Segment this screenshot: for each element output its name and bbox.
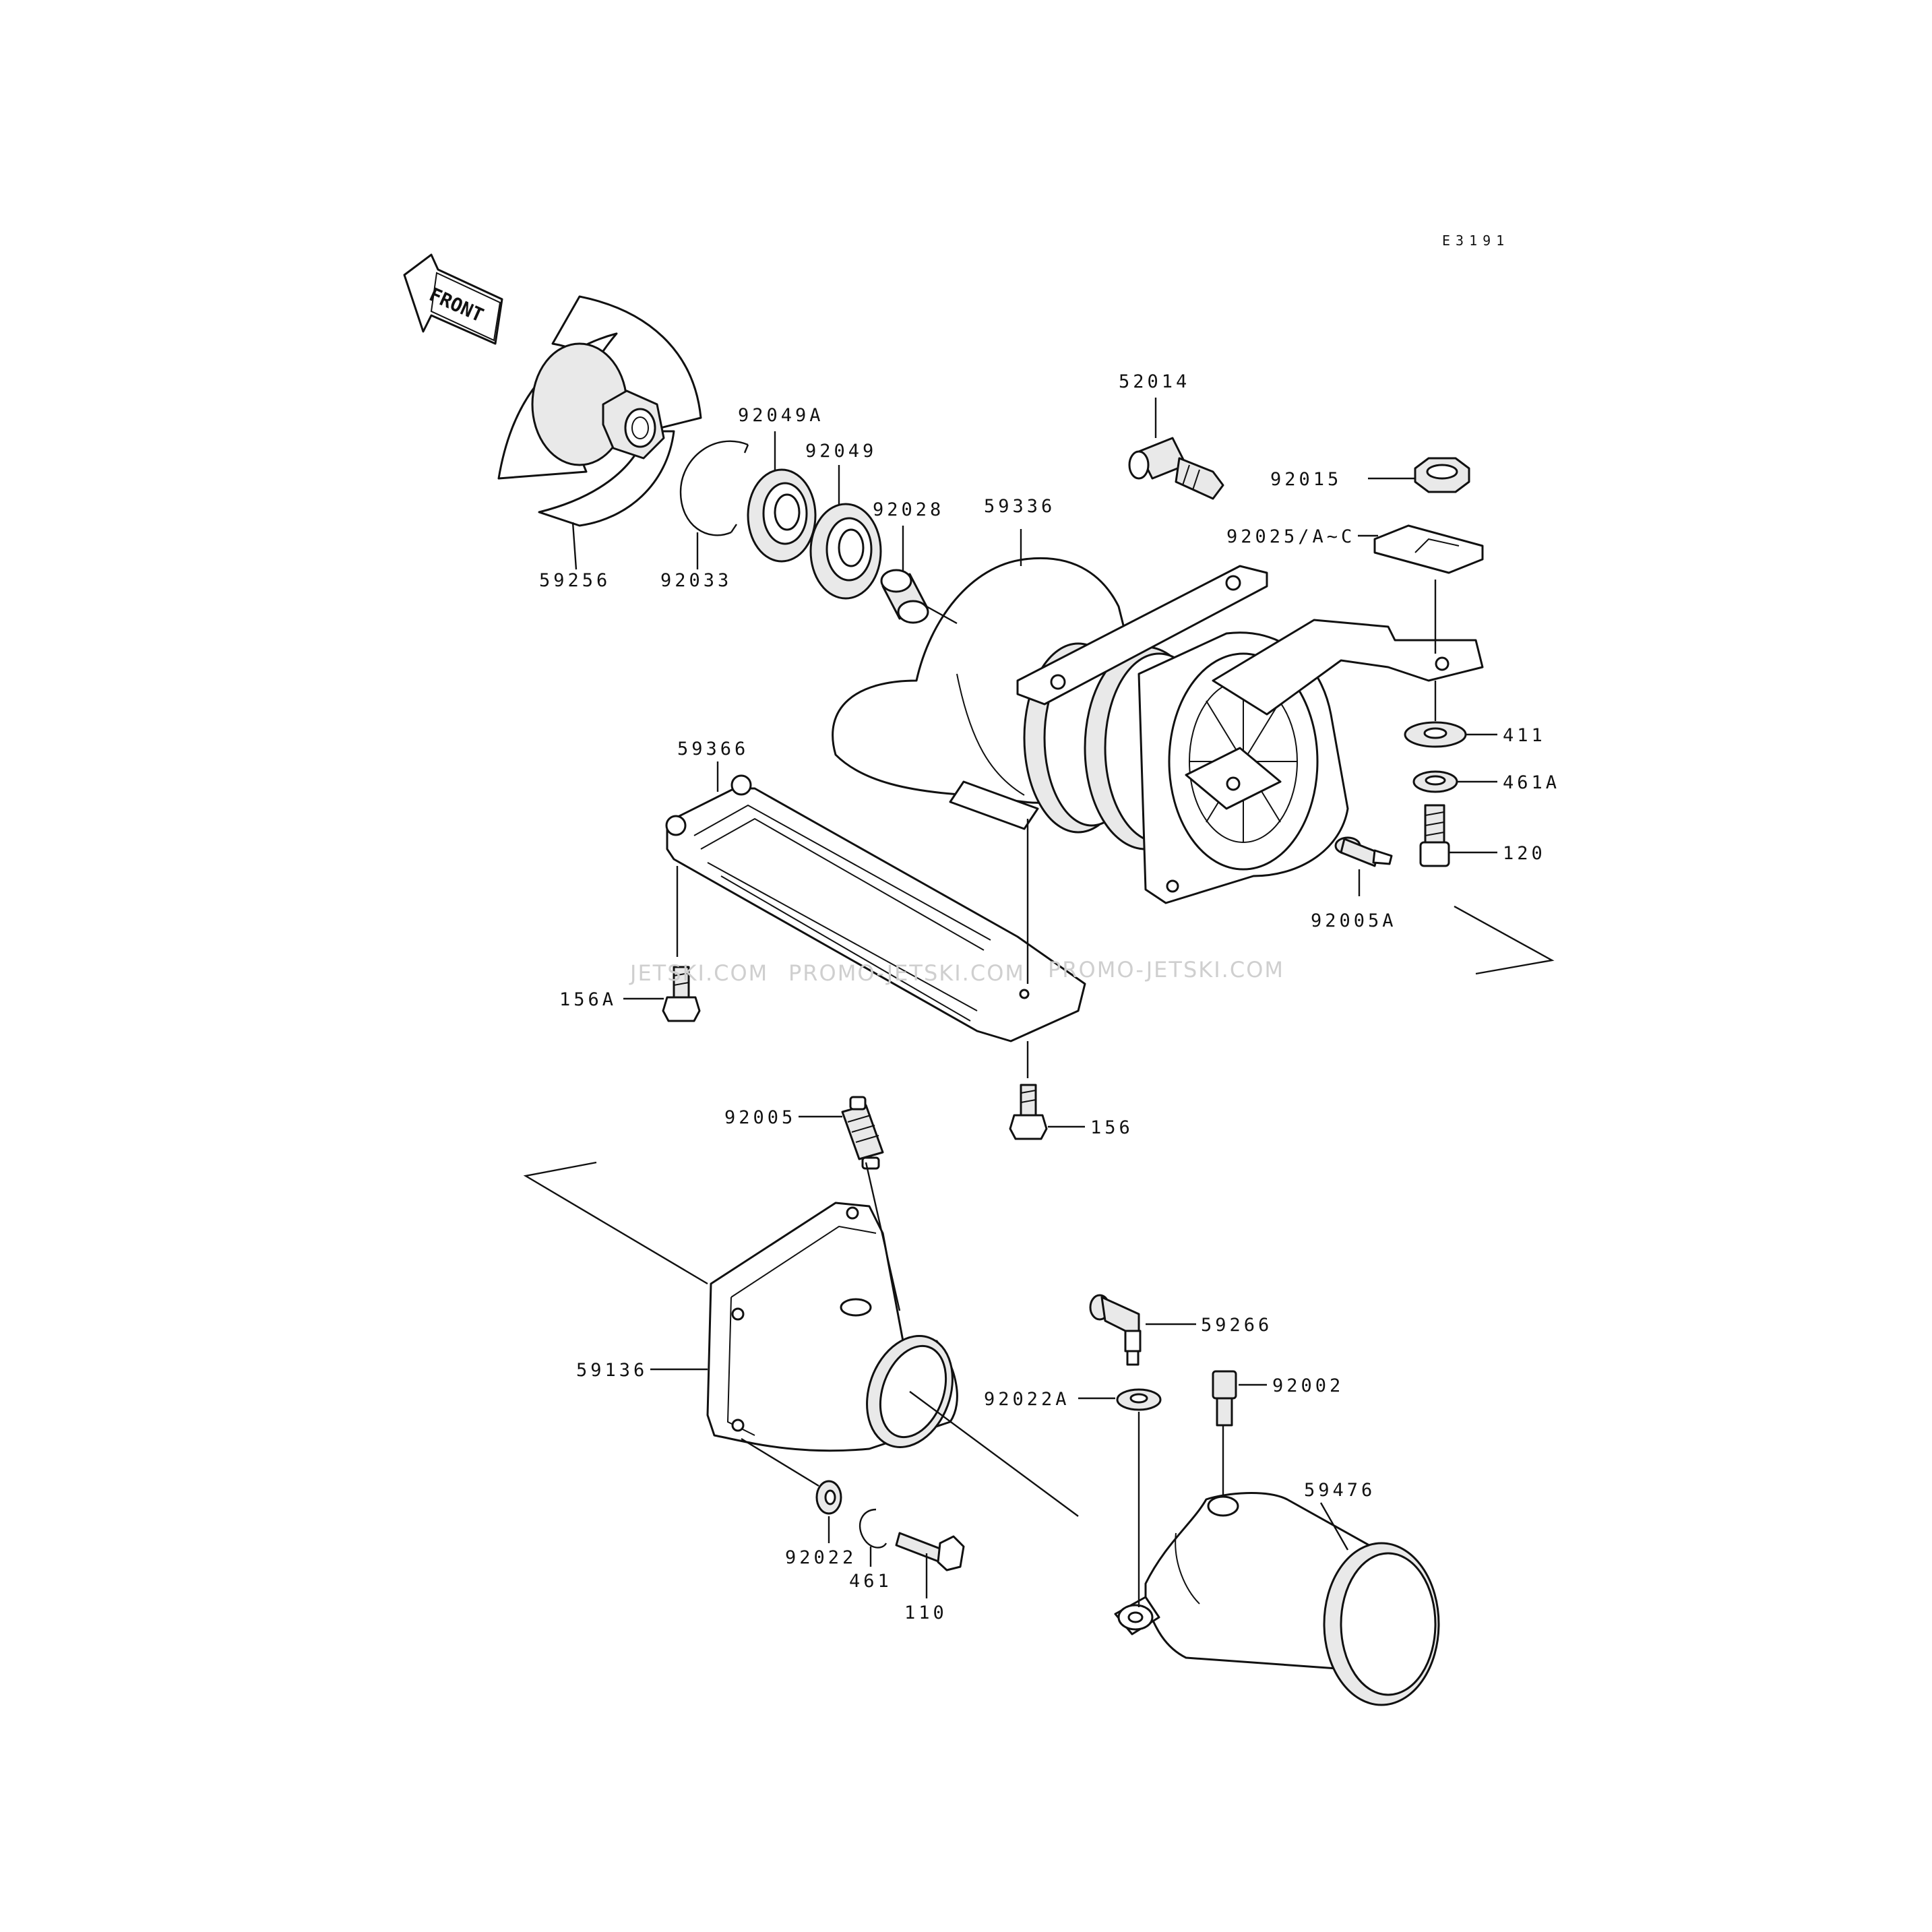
front-arrow-icon: FRONT xyxy=(403,253,503,345)
fitting-59266 xyxy=(1089,1294,1142,1366)
callout-110: 110 xyxy=(904,1602,947,1623)
watermark-1: JETSKI.COM xyxy=(629,960,768,986)
ride-plate xyxy=(665,774,1086,1042)
callout-52014: 52014 xyxy=(1119,371,1190,392)
callout-92033: 92033 xyxy=(660,570,732,591)
leader-lines xyxy=(523,398,1555,1607)
nut xyxy=(1414,457,1470,493)
washer-92022a xyxy=(1116,1388,1162,1411)
fitting xyxy=(1128,437,1224,500)
callout-92028: 92028 xyxy=(873,499,944,520)
watermark-3: PROMO-JETSKI.COM xyxy=(1048,957,1284,983)
callout-92022a: 92022A xyxy=(984,1389,1070,1410)
callout-411: 411 xyxy=(1503,725,1546,746)
shim-plate xyxy=(1373,524,1484,574)
steering-nozzle xyxy=(1114,1492,1440,1706)
washer-411 xyxy=(1404,721,1467,748)
nozzle xyxy=(706,1202,958,1452)
callout-92005a: 92005A xyxy=(1311,910,1397,931)
callout-59336: 59336 xyxy=(984,496,1055,517)
callout-92005: 92005 xyxy=(724,1107,796,1128)
collar xyxy=(880,569,929,624)
diagram-code: E3191 xyxy=(1442,232,1509,249)
callout-59136: 59136 xyxy=(576,1360,648,1381)
bolt-156 xyxy=(1009,1084,1048,1140)
callout-59366: 59366 xyxy=(677,739,749,759)
callout-92025: 92025/A~C xyxy=(1226,526,1355,547)
callout-92049: 92049 xyxy=(805,441,877,462)
callout-92015: 92015 xyxy=(1270,469,1342,490)
bolt-156a xyxy=(662,966,701,1022)
bolt-120 xyxy=(1419,804,1450,867)
washer-92022 xyxy=(815,1480,842,1515)
pump-case xyxy=(832,557,1484,904)
callout-92002: 92002 xyxy=(1272,1375,1344,1396)
bolt-110 xyxy=(895,1532,965,1571)
watermark-2: PROMO-JETSKI.COM xyxy=(788,960,1025,986)
bearing-b xyxy=(809,503,882,600)
callout-156a: 156A xyxy=(559,989,617,1010)
callout-120: 120 xyxy=(1503,843,1546,864)
callout-461a: 461A xyxy=(1503,772,1560,793)
lock-washer-461a xyxy=(1412,770,1458,793)
lock-washer-461 xyxy=(859,1508,887,1549)
grease-nipple-a xyxy=(1334,836,1393,867)
bearing-a xyxy=(747,468,817,563)
callout-92049a: 92049A xyxy=(738,405,824,426)
grease-nipple xyxy=(841,1096,884,1170)
callout-59476: 59476 xyxy=(1304,1480,1375,1501)
callout-59266: 59266 xyxy=(1201,1315,1272,1336)
callout-59256: 59256 xyxy=(539,570,611,591)
snap-ring xyxy=(679,440,749,536)
bolt-92002 xyxy=(1212,1370,1237,1427)
callout-92022: 92022 xyxy=(785,1547,856,1568)
impeller xyxy=(497,295,702,527)
callout-461: 461 xyxy=(849,1571,892,1592)
callout-156: 156 xyxy=(1090,1117,1133,1138)
